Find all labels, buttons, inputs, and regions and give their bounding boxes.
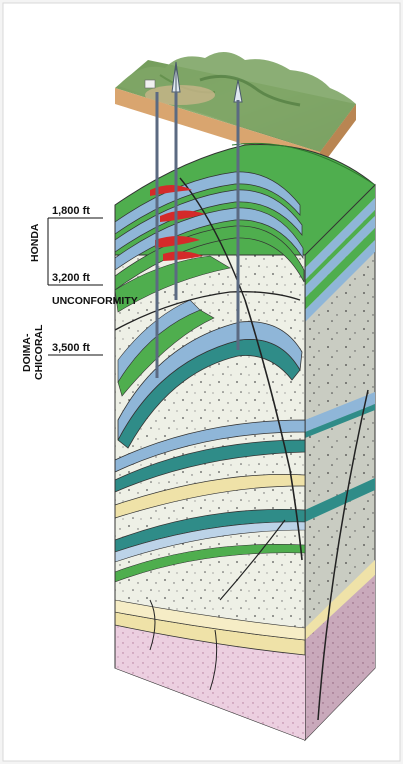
depth-label-lower: 3,500 ft: [52, 342, 90, 354]
block-front-face: [114, 254, 306, 741]
honda-formation: [114, 142, 376, 313]
depth-label-top: 1,800 ft: [52, 205, 90, 217]
doima-label: DOIMA-: [21, 333, 33, 372]
honda-label: HONDA: [29, 223, 41, 262]
building-icon: [144, 79, 156, 89]
block-right-face: [304, 183, 376, 742]
chicoral-label: CHICORAL: [33, 324, 45, 380]
depth-label-mid: 3,200 ft: [52, 272, 90, 284]
unconformity-label: UNCONFORMITY: [52, 295, 138, 307]
well-bore: [155, 92, 240, 378]
depth-bracket: [47, 217, 103, 356]
